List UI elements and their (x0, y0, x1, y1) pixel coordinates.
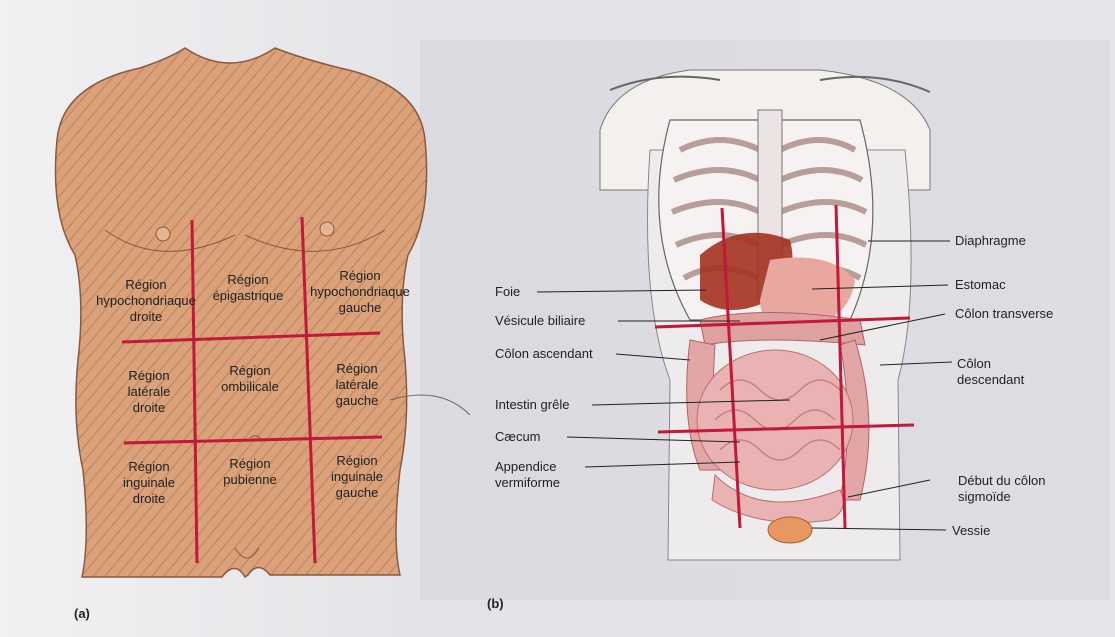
label-foie: Foie (495, 284, 520, 300)
label-vesicule-biliaire: Vésicule biliaire (495, 313, 585, 329)
bladder-shape (768, 517, 812, 543)
anatomy-figure (390, 70, 952, 560)
figure-b-letter: (b) (487, 596, 504, 611)
region-hypochondriac-left-label: Région hypochondriaque gauche (300, 268, 420, 316)
region-umbilical-label: Région ombilicale (200, 363, 300, 395)
label-estomac: Estomac (955, 277, 1006, 293)
label-colon-descendant: Côlon descendant (957, 356, 1024, 388)
region-hypochondriac-right-label: Région hypochondriaque droite (86, 277, 206, 325)
small-intestine-shape (697, 350, 853, 490)
figure-a-letter: (a) (74, 606, 90, 621)
label-caecum: Cæcum (495, 429, 541, 445)
region-inguinal-right-label: Région inguinale droite (104, 459, 194, 507)
nipple-left (156, 227, 170, 241)
region-lateral-right-label: Région latérale droite (104, 368, 194, 416)
label-colon-transverse: Côlon transverse (955, 306, 1053, 322)
region-epigastric-label: Région épigastrique (198, 272, 298, 304)
label-appendice: Appendice vermiforme (495, 459, 560, 491)
nipple-right (320, 222, 334, 236)
label-debut-colon-sigmoide: Début du côlon sigmoïde (958, 473, 1045, 505)
label-intestin-grele: Intestin grêle (495, 397, 569, 413)
label-colon-ascendant: Côlon ascendant (495, 346, 593, 362)
region-pubic-label: Région pubienne (200, 456, 300, 488)
label-vessie: Vessie (952, 523, 990, 539)
region-inguinal-left-label: Région inguinale gauche (312, 453, 402, 501)
region-lateral-left-label: Région latérale gauche (312, 361, 402, 409)
label-diaphragme: Diaphragme (955, 233, 1026, 249)
